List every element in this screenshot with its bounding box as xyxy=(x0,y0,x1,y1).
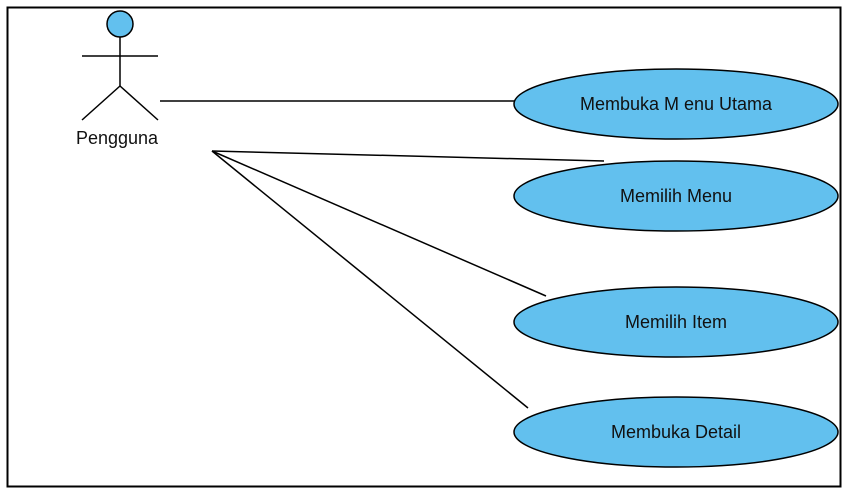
use-case-membuka-menu-utama[interactable]: Membuka M enu Utama xyxy=(513,68,839,140)
actor-pengguna[interactable]: Pengguna xyxy=(76,10,159,148)
use-case-label: Membuka M enu Utama xyxy=(580,94,773,114)
actor-label: Pengguna xyxy=(76,128,159,148)
use-case-ellipse xyxy=(513,160,839,232)
association-line-memilih-menu xyxy=(211,150,605,162)
use-case-label: Membuka Detail xyxy=(611,422,741,442)
use-case-label: Memilih Menu xyxy=(620,186,732,206)
use-case-ellipse xyxy=(513,396,839,468)
association-line-memilih-item xyxy=(211,150,547,297)
use-case-ellipse xyxy=(513,286,839,358)
use-case-memilih-item[interactable]: Memilih Item xyxy=(513,286,839,358)
actor-head xyxy=(106,10,134,38)
use-case-memilih-menu[interactable]: Memilih Menu xyxy=(513,160,839,232)
use-case-ellipse xyxy=(513,68,839,140)
association-line-membuka-detail xyxy=(211,150,529,409)
use-case-membuka-detail[interactable]: Membuka Detail xyxy=(513,396,839,468)
use-case-label: Memilih Item xyxy=(625,312,727,332)
actor-right-leg xyxy=(119,85,159,121)
actor-left-leg xyxy=(81,85,121,121)
